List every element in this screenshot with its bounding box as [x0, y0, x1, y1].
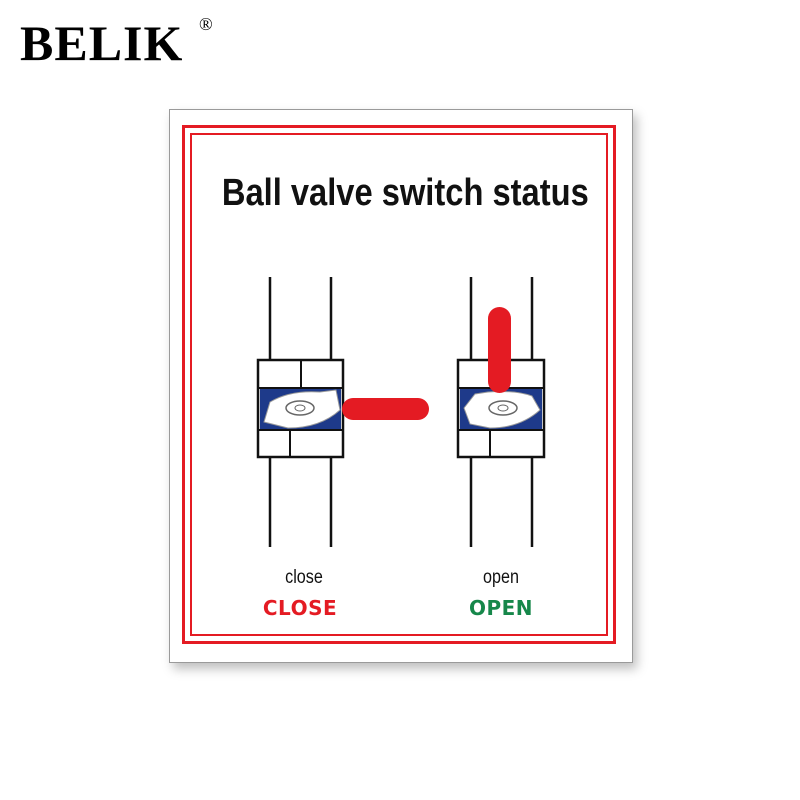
brand-logo: BELIK: [20, 15, 184, 71]
valve-status-sign: Ball valve switch status: [169, 109, 633, 663]
sign-title: Ball valve switch status: [221, 172, 589, 214]
closed-handle: [342, 398, 429, 420]
closed-valve: [256, 277, 429, 547]
valve-diagram: [256, 277, 546, 547]
open-label-small: open: [483, 567, 519, 588]
close-label-small: close: [285, 567, 323, 588]
sign-outer-border: [182, 125, 616, 644]
close-label: CLOSE: [262, 596, 338, 620]
open-label: OPEN: [468, 596, 534, 620]
open-valve: [456, 277, 546, 547]
sign-inner-border: [190, 133, 608, 636]
open-handle: [488, 307, 511, 393]
registered-mark: ®: [199, 14, 213, 34]
